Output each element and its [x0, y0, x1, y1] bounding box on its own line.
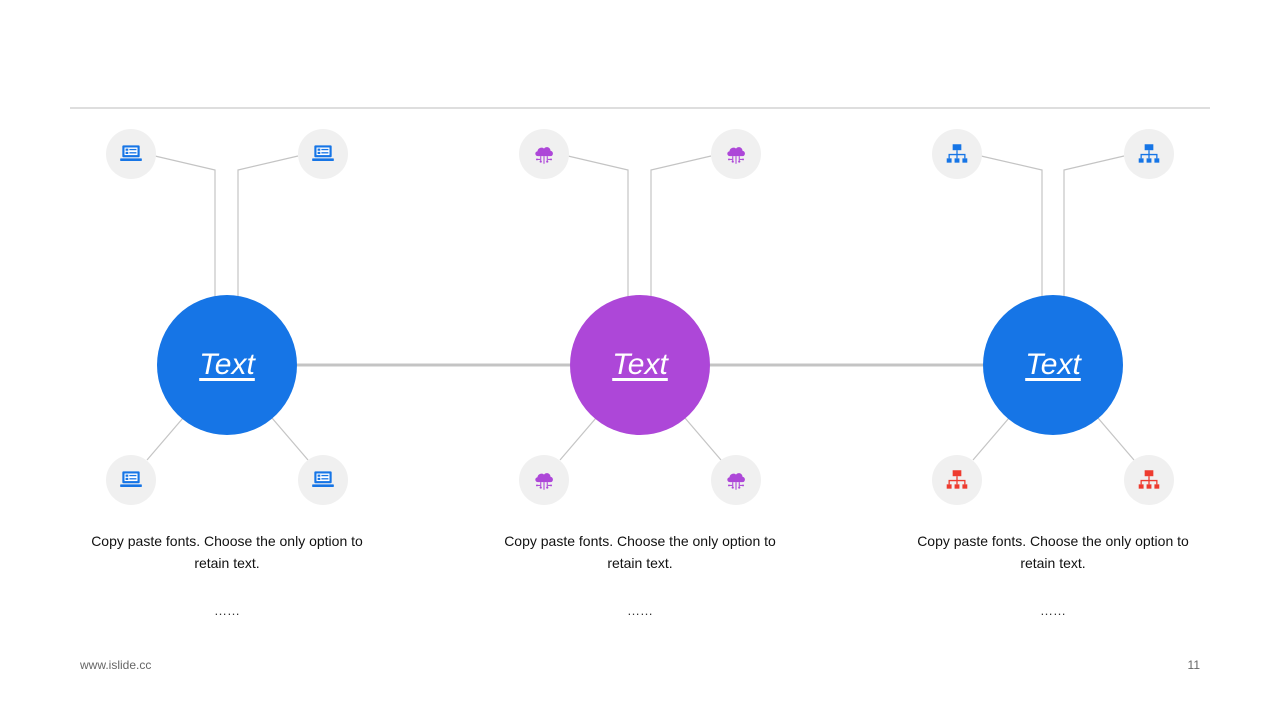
hub-circle-2[interactable]: Text: [570, 295, 710, 435]
laptop-icon: [120, 471, 142, 488]
node-1-bottom-left: [106, 455, 156, 505]
connector-1-bottom-left: [146, 417, 184, 461]
connector-1-bottom-right: [271, 417, 309, 461]
connector-3-bottom-right: [1097, 417, 1135, 461]
cloud-network-icon: [535, 473, 553, 490]
org-chart-icon: [1138, 144, 1160, 163]
description-2: Copy paste fonts. Choose the only option…: [504, 533, 776, 571]
org-chart-icon: [946, 470, 968, 489]
node-1-top-right: [298, 129, 348, 179]
connector-3-top-right: [1063, 155, 1125, 297]
hub-circle-3[interactable]: Text: [983, 295, 1123, 435]
cloud-network-icon: [535, 147, 553, 164]
connector-3-bottom-left: [972, 417, 1010, 461]
node-2-bottom-right: [711, 455, 761, 505]
cloud-network-icon: [727, 147, 745, 164]
hub-label-2: Text: [612, 348, 668, 381]
ellipsis-1: ……: [214, 603, 240, 618]
ellipsis-3: ……: [1040, 603, 1066, 618]
ellipsis-2: ……: [627, 603, 653, 618]
footer-website[interactable]: www.islide.cc: [80, 658, 152, 672]
laptop-icon: [120, 145, 142, 162]
org-chart-icon: [946, 144, 968, 163]
page-number: 11: [1187, 658, 1200, 672]
org-chart-icon: [1138, 470, 1160, 489]
connector-3-top-left: [980, 155, 1043, 297]
hub-label-3: Text: [1025, 348, 1081, 381]
node-1-bottom-right: [298, 455, 348, 505]
node-3-bottom-left: [932, 455, 982, 505]
connector-2-top-left: [567, 155, 629, 297]
hub-circle-1[interactable]: Text: [157, 295, 297, 435]
node-2-top-right: [711, 129, 761, 179]
description-3: Copy paste fonts. Choose the only option…: [917, 533, 1189, 571]
node-1-top-left: [106, 129, 156, 179]
hub-label-1: Text: [199, 348, 255, 381]
node-3-top-left: [932, 129, 982, 179]
node-2-top-left: [519, 129, 569, 179]
connector-1-top-right: [237, 155, 299, 297]
connector-1-top-left: [154, 155, 216, 297]
node-3-top-right: [1124, 129, 1174, 179]
description-1: Copy paste fonts. Choose the only option…: [91, 533, 363, 571]
node-3-bottom-right: [1124, 455, 1174, 505]
connector-2-top-right: [650, 155, 712, 297]
cloud-network-icon: [727, 473, 745, 490]
node-2-bottom-left: [519, 455, 569, 505]
laptop-icon: [312, 145, 334, 162]
connector-2-bottom-right: [684, 417, 722, 461]
laptop-icon: [312, 471, 334, 488]
connector-2-bottom-left: [559, 417, 597, 461]
